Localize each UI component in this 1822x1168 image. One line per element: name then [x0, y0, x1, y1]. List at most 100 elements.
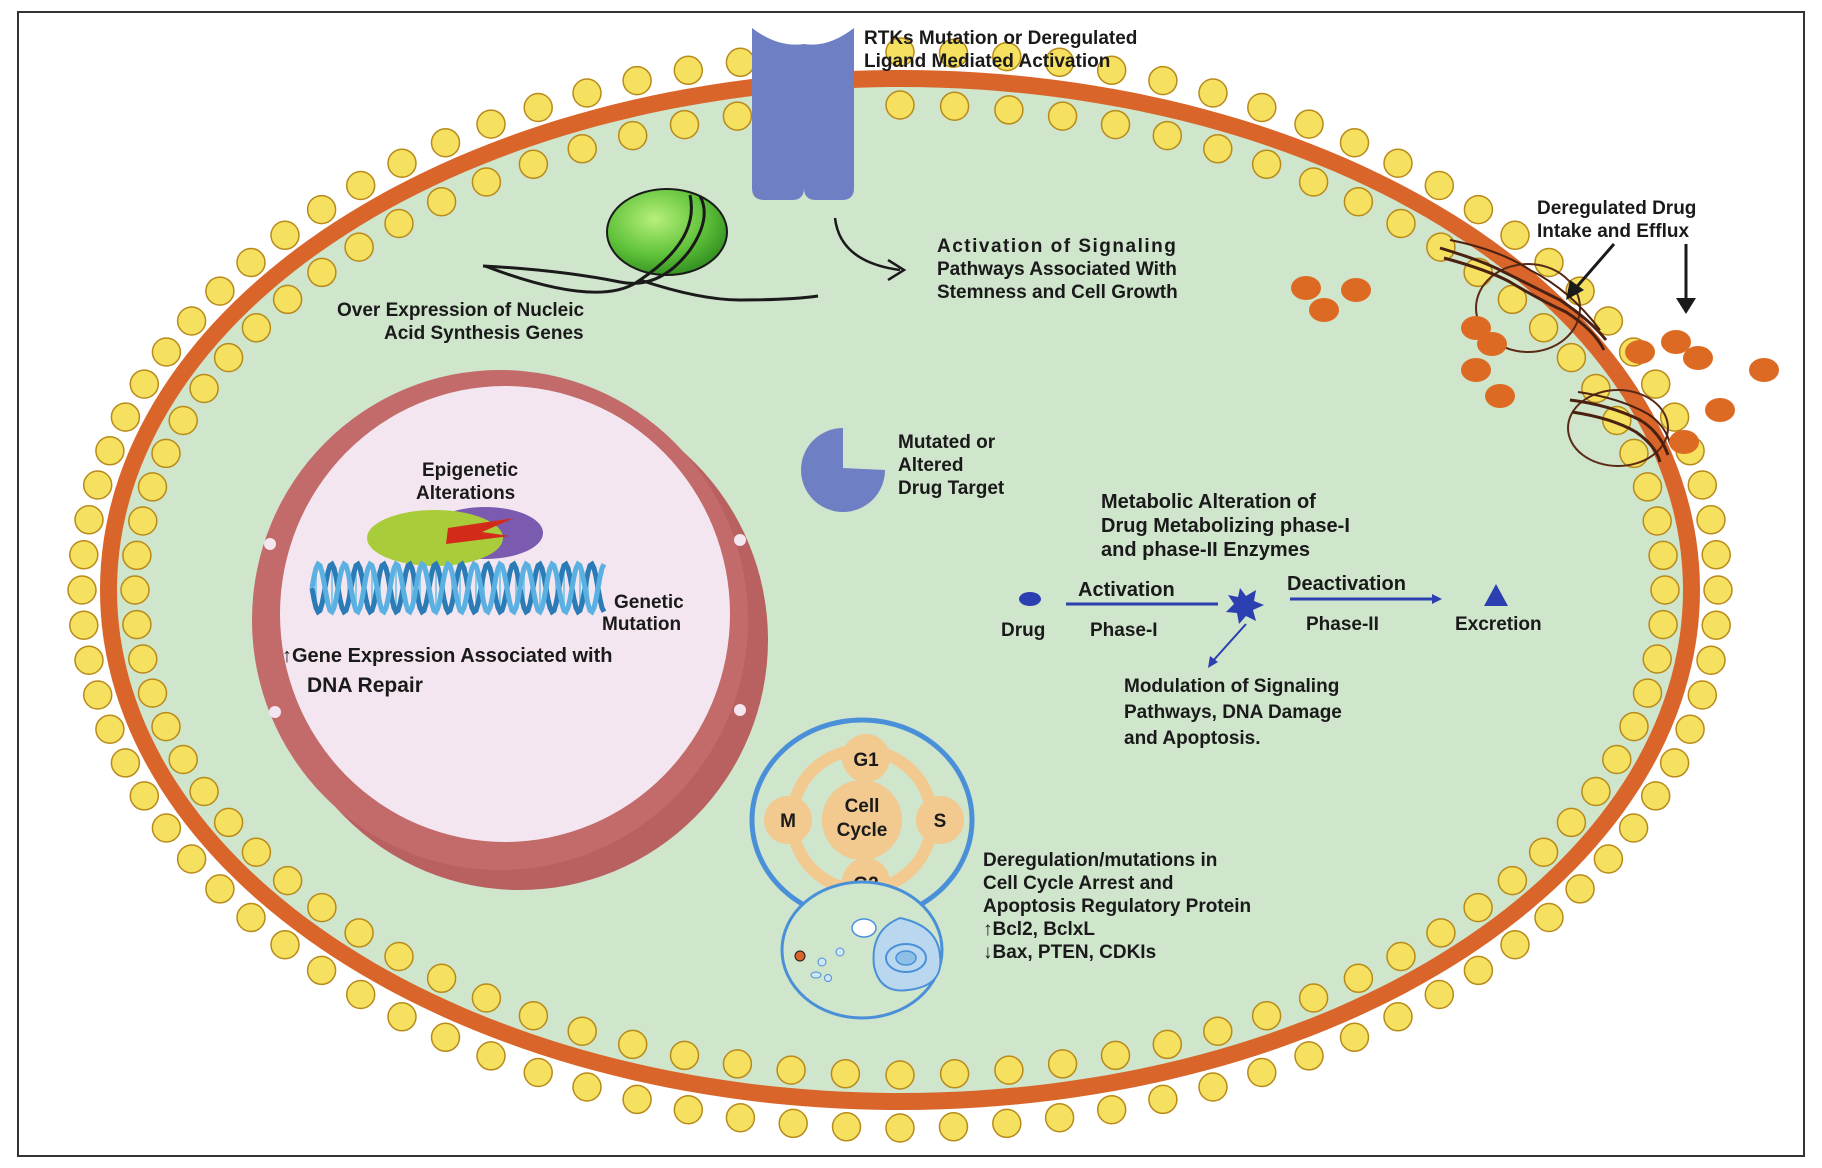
lipid-head [1696, 645, 1726, 675]
lipid-head [622, 65, 652, 96]
lipid-head [523, 1057, 553, 1088]
lipid-head [345, 979, 376, 1010]
lipid-head [523, 92, 553, 123]
lipid-bilayer-heads [67, 37, 1733, 1143]
lipid-head [1148, 1084, 1178, 1115]
lipid-head [1534, 247, 1564, 278]
lipid-head [272, 865, 303, 896]
lipid-head [1593, 306, 1624, 336]
lipid-head [1424, 170, 1455, 201]
lipid-head [1619, 711, 1649, 742]
lipid-head [129, 781, 160, 811]
receptor-top-cutout [752, 22, 854, 45]
lipid-head [1642, 644, 1672, 674]
cycle-s-node [916, 796, 964, 844]
lipid-head [426, 963, 457, 994]
lipid-head [1701, 610, 1731, 640]
apoptotic-cell [780, 880, 944, 1020]
lipid-head [270, 220, 300, 251]
target-label-line2: Altered [898, 455, 963, 476]
lipid-head [778, 1108, 808, 1139]
lipid-head [1632, 472, 1663, 502]
lipid-head [151, 438, 181, 469]
metabolic-label-line2: Drug Metabolizing phase-I [1101, 515, 1350, 537]
lipid-head [1424, 979, 1455, 1010]
lipid-head [1565, 874, 1595, 904]
drug-label: Drug [1001, 620, 1045, 641]
lipid-head [1701, 540, 1731, 570]
signaling-arrow [833, 217, 901, 272]
lipid-head [95, 436, 125, 466]
drug-particle [1661, 330, 1691, 354]
lipid-head [69, 610, 99, 640]
lipid-head [1500, 929, 1530, 960]
lipid-head [1251, 149, 1282, 180]
lipid-head [1497, 865, 1528, 896]
lipid-head [1203, 134, 1233, 164]
activation-label: Activation [1078, 579, 1175, 601]
efflux-arrowhead-1 [1566, 280, 1584, 300]
lipid-head [1383, 1002, 1413, 1032]
lipid-head [241, 313, 272, 343]
modulation-arrowhead [1208, 656, 1218, 668]
lipid-head [1386, 941, 1416, 972]
lipid-head [151, 711, 181, 742]
lipid-head [1047, 1049, 1078, 1079]
lipid-head [1497, 284, 1528, 315]
lipid-head [122, 609, 152, 640]
lipid-head [344, 232, 374, 262]
drug-particle [1485, 384, 1515, 408]
lipid-head [1339, 127, 1370, 158]
lipid-head [213, 807, 244, 838]
lipid-head [476, 1041, 506, 1071]
lipid-head [387, 1002, 417, 1032]
lipid-head [151, 813, 182, 843]
lipid-head [122, 540, 152, 571]
metabolic-label-line1: Metabolic Alteration of [1101, 491, 1316, 513]
rtk-label-line2: Ligand Mediated Activation [864, 51, 1110, 72]
lipid-head [236, 247, 266, 278]
modulation-label-line2: Pathways, DNA Damage [1124, 702, 1342, 723]
lipid-head [476, 109, 506, 139]
lipid-head [1298, 983, 1329, 1013]
apoptosis-label-line5: ↓Bax, PTEN, CDKIs [983, 942, 1156, 963]
lipid-head [384, 941, 414, 972]
lipid-head [1640, 781, 1671, 811]
nuclear-pore [419, 772, 431, 784]
metabolic-label-line3: and phase-II Enzymes [1101, 539, 1310, 561]
lipid-head [617, 1029, 648, 1060]
lipid-head [1659, 402, 1690, 432]
nuclear-pore [734, 534, 746, 546]
lipid-head [1648, 609, 1678, 640]
lipid-head [885, 37, 915, 67]
lipid-head [471, 983, 502, 1013]
gene-expression-label-line2: DNA Repair [307, 674, 423, 697]
cycle-m-label: M [780, 811, 796, 832]
drug-particles [1291, 276, 1779, 454]
drug-particle [1291, 276, 1321, 300]
modulation-arrow [1211, 623, 1247, 663]
lipid-head [1148, 65, 1178, 96]
deactivation-arrowhead [1432, 594, 1442, 604]
nuclear-pore [621, 424, 633, 436]
lipid-head [1251, 1000, 1282, 1031]
lipid-head [1152, 120, 1183, 151]
lipid-head [213, 342, 244, 373]
lipid-head [1528, 313, 1559, 343]
lipid-head [137, 678, 168, 708]
drug-particle [1477, 332, 1507, 356]
efflux-label-line2: Intake and Efflux [1537, 221, 1689, 242]
lipid-head [270, 929, 300, 960]
phase1-label: Phase-I [1090, 620, 1158, 641]
lipid-head [110, 748, 141, 778]
lipid-head [938, 1112, 969, 1142]
lipid-head [129, 369, 160, 399]
lipid-head [1648, 540, 1678, 571]
lipid-head [205, 874, 235, 904]
epigenetic-label-line2: Alterations [416, 483, 515, 504]
lipid-head [236, 902, 266, 933]
lipid-head [1383, 148, 1413, 178]
lipid-head [1703, 575, 1733, 605]
lipid-head [1096, 1094, 1127, 1125]
lipid-head [69, 540, 99, 570]
